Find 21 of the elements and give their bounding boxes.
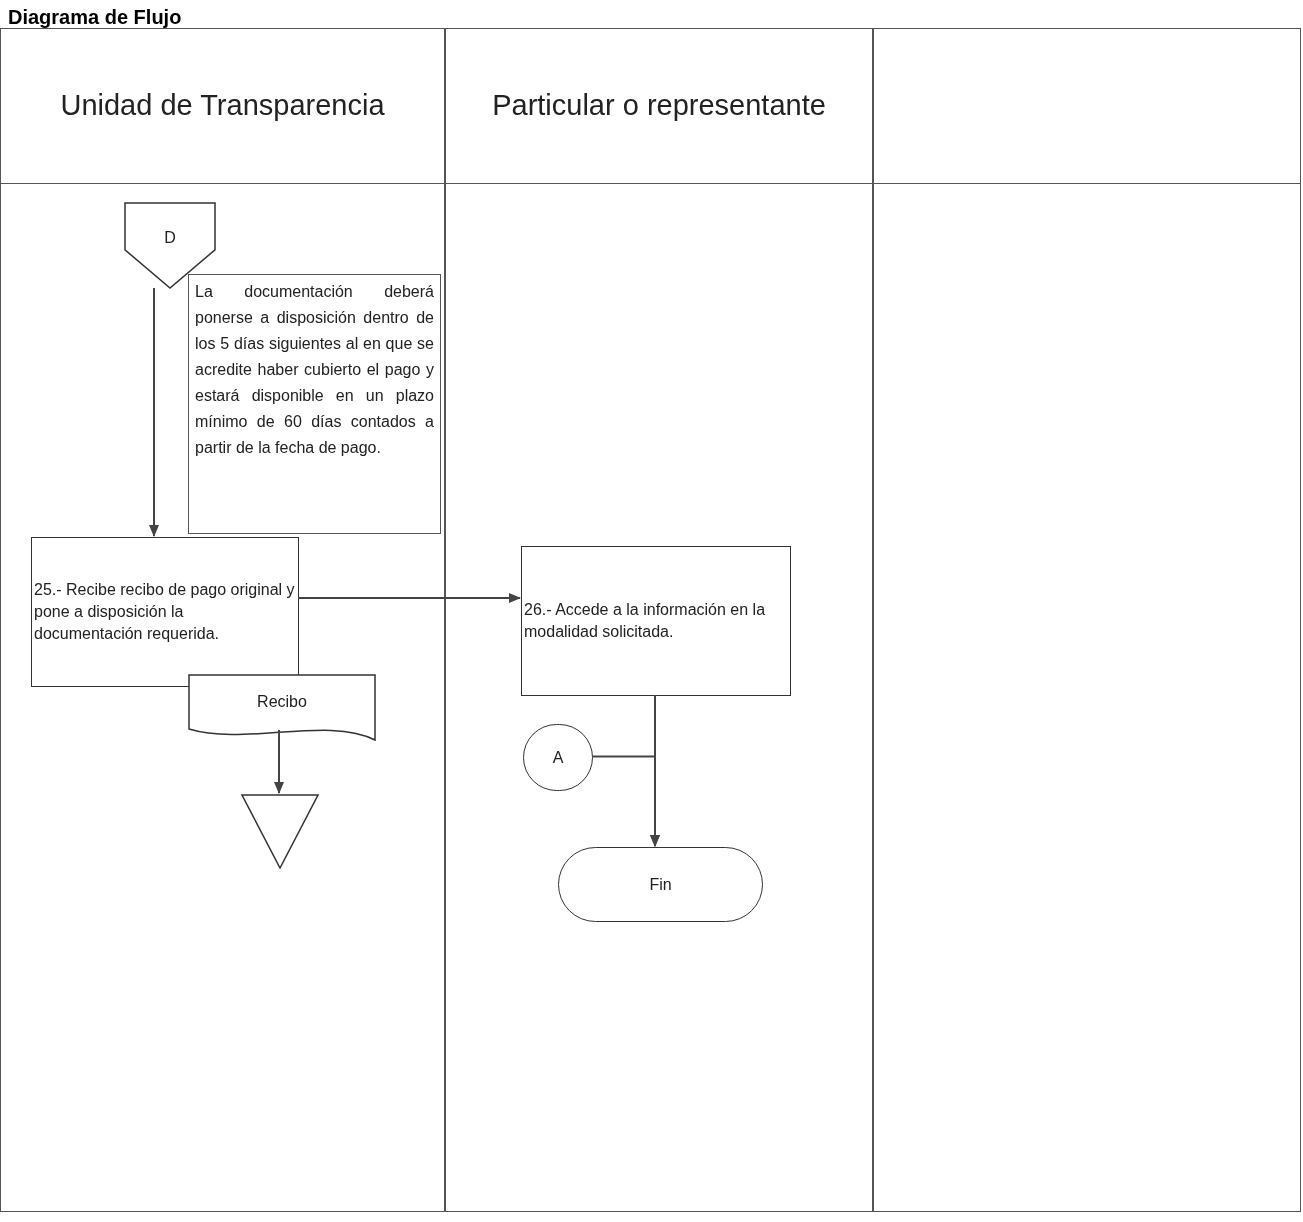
arrow	[149, 287, 159, 537]
node-text: 25.- Recibe recibo de pago original y pone a disposición la documentación requerida.	[34, 581, 295, 642]
lane-header: Unidad de Transparencia	[60, 88, 385, 124]
diagram-title: Diagrama de Flujo	[8, 5, 182, 30]
archive-triangle	[241, 794, 319, 869]
node-text: Recibo	[257, 693, 307, 710]
node-text: La documentación deberá ponerse a disposición dentro de los 5 días siguientes al en que se acredite haber cubierto el pago y estará disponible en un plazo mínimo de 60 días contados a partir de la fecha de pago.	[195, 283, 434, 456]
node-text: 26.- Accede a la información en la modalidad solicitada.	[524, 601, 766, 640]
document-shape	[188, 674, 376, 741]
arrow	[274, 729, 284, 794]
lane-header: Particular o representante	[492, 88, 826, 124]
swimlane	[445, 28, 873, 1212]
node-text: A	[552, 748, 564, 766]
arrow	[297, 593, 521, 603]
node-text: Fin	[649, 875, 672, 893]
swimlane	[0, 28, 445, 1212]
process-box	[521, 546, 791, 696]
swimlane	[873, 28, 1301, 1212]
arrow	[591, 755, 660, 847]
node-text: D	[164, 229, 176, 246]
annotation-box	[188, 274, 441, 534]
